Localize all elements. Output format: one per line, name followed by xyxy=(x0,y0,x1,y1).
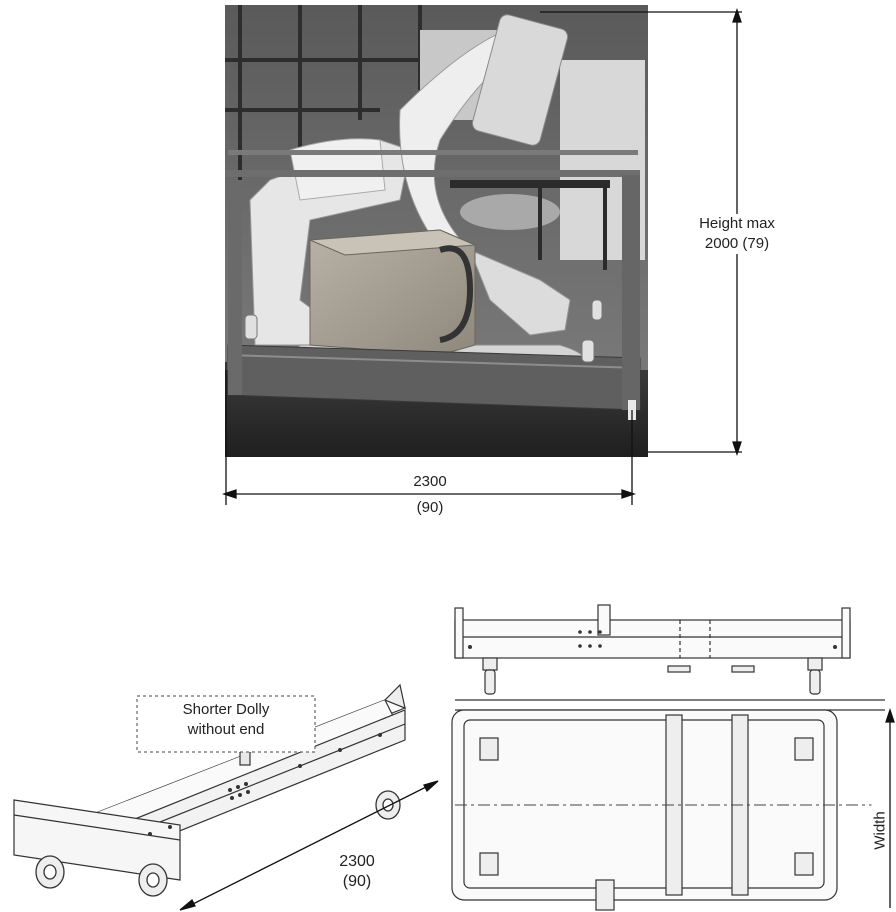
iso-length-line2: (90) xyxy=(342,873,372,890)
dolly-side-and-top-view xyxy=(451,604,895,911)
photo-length-line2: (90) xyxy=(416,499,444,516)
width-label: Width xyxy=(871,800,889,861)
width-label-wrap: Width xyxy=(868,800,889,870)
iso-length-label: 2300 (90) xyxy=(322,852,392,892)
photo-length-line1: 2300 xyxy=(390,472,470,492)
width-dimension-line xyxy=(885,707,895,908)
iso-dimension-line xyxy=(179,780,439,911)
top-view xyxy=(451,709,838,911)
dolly-isometric-drawing xyxy=(13,683,439,911)
side-view xyxy=(454,604,885,711)
iso-length-line1: 2300 xyxy=(339,853,375,870)
equipment-photo xyxy=(221,5,742,505)
height-label-line2: 2000 (79) xyxy=(704,235,770,252)
photo-length-label: 2300 (90) xyxy=(390,472,470,518)
callout-line1: Shorter Dolly xyxy=(182,701,270,718)
height-label-line1: Height max xyxy=(699,215,775,232)
callout-line2: without end xyxy=(187,721,265,738)
height-dimension-label: Height max 2000 (79) xyxy=(672,214,802,254)
shorter-dolly-callout: Shorter Dolly without end xyxy=(137,700,315,740)
